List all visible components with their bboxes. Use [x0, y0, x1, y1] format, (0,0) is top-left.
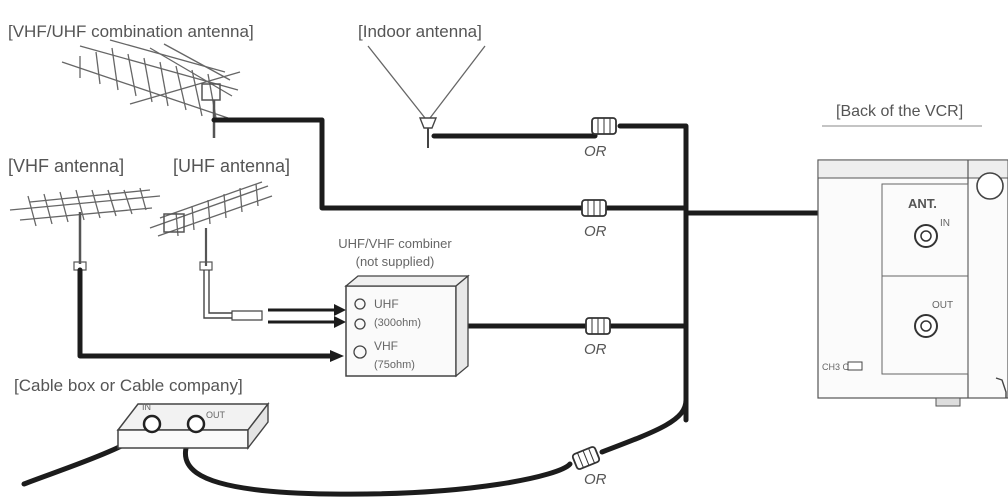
vcr-ant-out-label: OUT [932, 300, 953, 311]
cable-box-device: IN OUT [116, 401, 270, 451]
cable-box-out-label: OUT [206, 410, 226, 420]
f-connector-icon [571, 446, 601, 470]
or-label-combo: OR [584, 223, 607, 240]
combiner-vhf-ohm-label: (75ohm) [374, 359, 415, 371]
combiner-vhf-label: VHF [374, 339, 398, 353]
combo-antenna-cable [211, 117, 609, 211]
uhf-twin-lead-wire [203, 270, 263, 321]
cable-box-in-jack-icon [142, 414, 162, 434]
combination-antenna-icon [61, 39, 241, 138]
vcr-channel-switch-label: CH3 CH4 [822, 362, 861, 372]
vhf-coax-terminal-icon [353, 345, 367, 359]
or-label-indoor: OR [584, 143, 607, 160]
vhf-uhf-combination-antenna-label: [VHF/UHF combination antenna] [8, 22, 254, 41]
indoor-antenna-label: [Indoor antenna] [358, 22, 482, 41]
vhf-antenna-icon [9, 187, 161, 271]
f-connector-icon [581, 199, 607, 217]
vhf-antenna-label: [VHF antenna] [8, 156, 124, 176]
vhf-antenna-cable [77, 267, 335, 359]
cable-box-in-label: IN [142, 402, 151, 412]
indoor-antenna-cable [431, 123, 598, 139]
uhf-antenna-icon [149, 181, 273, 271]
cable-box-out-jack-icon [186, 414, 206, 434]
combiner-label: UHF/VHF combiner [338, 236, 452, 251]
combiner-input-arrows [268, 304, 346, 362]
or-label-combiner: OR [584, 341, 607, 358]
indoor-antenna-icon [367, 45, 486, 148]
cable-box-output-cable [182, 429, 573, 497]
f-connector-icon [585, 317, 611, 335]
cable-to-trunk-cable [599, 397, 689, 455]
combiner-uhf-ohm-label: (300ohm) [374, 317, 421, 329]
uhf-vhf-combiner-box: UHF (300ohm) VHF (75ohm) [344, 274, 470, 378]
or-label-cable: OR [584, 471, 607, 488]
uhf-screw-terminal-icon [354, 318, 366, 330]
combiner-not-supplied-label: (not supplied) [356, 254, 435, 269]
vcr-ant-in-label: IN [940, 218, 950, 229]
indoor-vertical-cable [617, 123, 689, 423]
vcr-back-panel: ANT. IN OUT CH3 CH4 [817, 159, 1008, 407]
back-of-vcr-label: [Back of the VCR] [836, 103, 963, 120]
uhf-screw-terminal-icon [354, 298, 366, 310]
vcr-ant-label: ANT. [908, 196, 937, 211]
vcr-channel-switch [847, 361, 863, 371]
combiner-uhf-label: UHF [374, 297, 399, 311]
uhf-antenna-label: [UHF antenna] [173, 156, 290, 176]
cable-box-label: [Cable box or Cable company] [14, 376, 243, 395]
f-connector-icon [591, 117, 617, 135]
